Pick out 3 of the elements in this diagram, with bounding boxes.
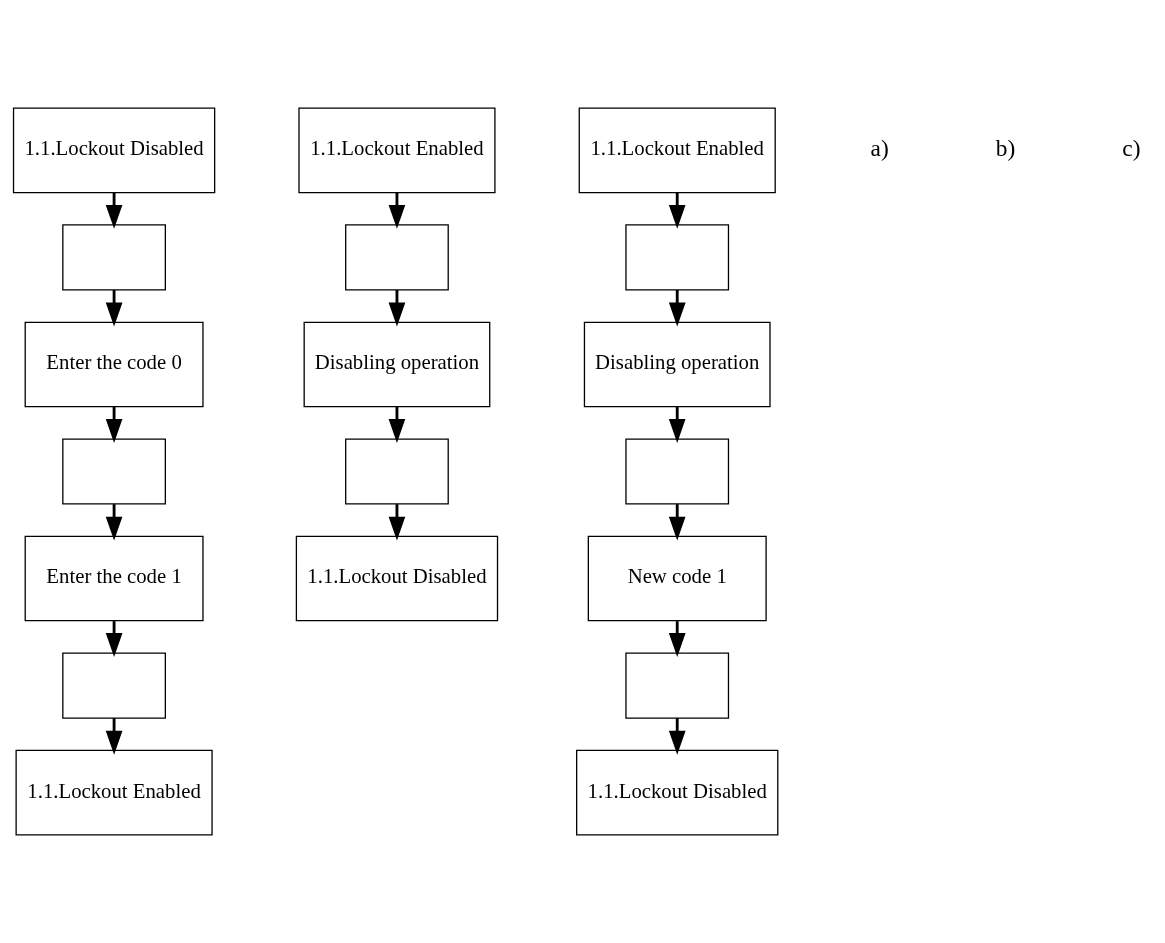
label: b) — [995, 135, 1016, 162]
label: a) — [870, 135, 889, 162]
label: c) — [1122, 135, 1141, 162]
